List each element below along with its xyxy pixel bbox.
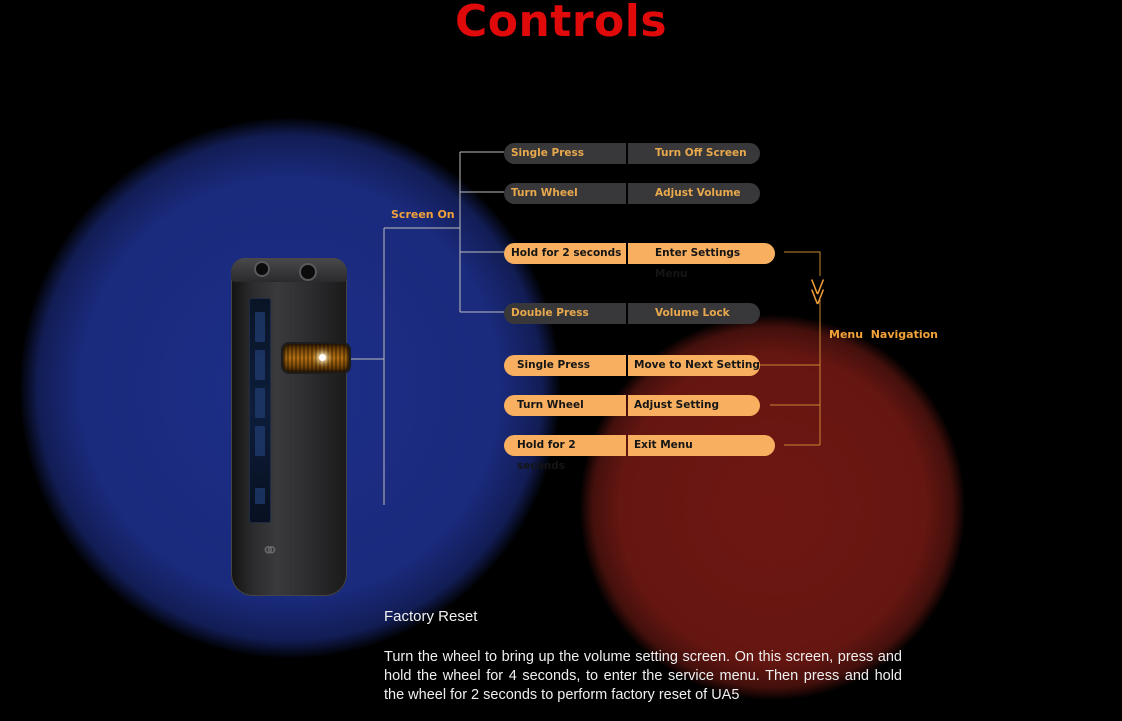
- control-wheel-icon: [283, 344, 349, 372]
- device-top-cap: [231, 258, 347, 282]
- menu-result-adjust-setting: Adjust Setting: [628, 395, 760, 416]
- menu-navigation-label: Menu Navigation: [829, 328, 939, 341]
- dac-device-icon: ⚭: [231, 258, 349, 596]
- factory-reset-title: Factory Reset: [384, 608, 478, 625]
- screen-on-action-double-press: Double Press: [504, 303, 626, 324]
- screen-on-label: Screen On: [391, 208, 455, 221]
- screen-on-result-volume-lock: Volume Lock: [628, 303, 760, 324]
- menu-action-hold-2s: Hold for 2 seconds: [504, 435, 626, 472]
- screen-on-result-turn-off-screen: Turn Off Screen: [628, 143, 760, 164]
- menu-action-single-press: Single Press: [504, 355, 626, 376]
- menu-action-turn-wheel: Turn Wheel: [504, 395, 626, 416]
- device-display: [249, 298, 271, 523]
- double-chevron-down-icon: ⋁⋁: [811, 276, 825, 305]
- shanling-logo-icon: ⚭: [260, 538, 280, 563]
- page-title: Controls: [454, 0, 668, 47]
- screen-on-action-hold-2s: Hold for 2 seconds: [504, 243, 626, 264]
- screen-on-action-single-press: Single Press: [504, 143, 626, 164]
- jack-port-icon: [256, 263, 268, 275]
- wheel-indicator-dot: [319, 354, 326, 361]
- screen-on-result-adjust-volume: Adjust Volume: [628, 183, 760, 204]
- jack-port-icon: [301, 265, 315, 279]
- screen-on-action-turn-wheel: Turn Wheel: [504, 183, 626, 204]
- factory-reset-body: Turn the wheel to bring up the volume se…: [384, 649, 902, 703]
- menu-result-exit-menu: Exit Menu: [628, 435, 775, 456]
- menu-result-move-next-setting: Move to Next Setting: [628, 355, 760, 376]
- screen-on-result-enter-settings-menu: Enter Settings Menu: [628, 243, 775, 280]
